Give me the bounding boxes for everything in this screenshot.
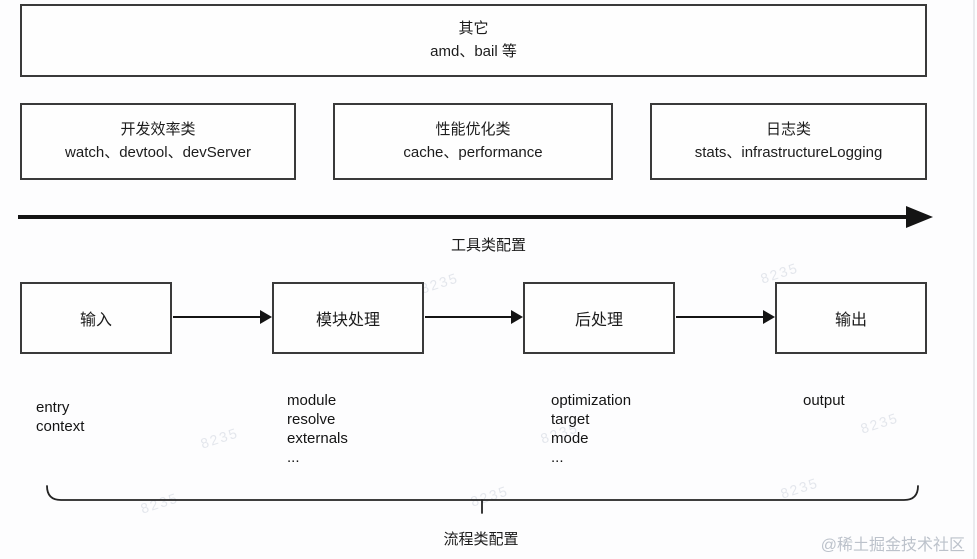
stage-output-label: 输出	[834, 312, 867, 329]
stage-post-label: 后处理	[574, 312, 623, 329]
other-category-title: 其它	[458, 20, 489, 37]
stage-input-box: 输入	[20, 282, 172, 354]
stage-post-box: 后处理	[523, 282, 675, 354]
watermark-tile: 8235	[858, 409, 901, 437]
option-item: ...	[287, 449, 300, 466]
performance-title: 性能优化类	[435, 121, 511, 138]
logging-box: 日志类 stats、infrastructureLogging	[650, 103, 927, 180]
option-item: module	[287, 392, 337, 409]
input-options-list: entry context	[36, 398, 84, 436]
flow-arrow-head-icon	[511, 310, 523, 324]
dev-efficiency-box: 开发效率类 watch、devtool、devServer	[20, 103, 296, 180]
flow-arrow-head-icon	[763, 310, 775, 324]
watermark-tile: 8235	[198, 424, 241, 452]
flow-section-brace	[46, 485, 919, 514]
page-edge-line	[973, 0, 975, 559]
flow-arrow-line	[173, 316, 261, 318]
option-item: output	[803, 392, 845, 409]
option-item: entry	[36, 399, 70, 416]
dev-efficiency-items: watch、devtool、devServer	[65, 143, 251, 161]
option-item: externals	[287, 430, 348, 447]
other-category-items: amd、bail 等	[430, 42, 517, 60]
stage-module-box: 模块处理	[272, 282, 424, 354]
flow-arrow-head-icon	[260, 310, 272, 324]
dev-efficiency-title: 开发效率类	[120, 121, 196, 138]
watermark-tile: 8235	[418, 269, 461, 297]
option-item: optimization	[551, 392, 632, 409]
logging-title: 日志类	[765, 121, 811, 138]
flow-arrow-line	[676, 316, 763, 318]
post-options-list: optimization target mode ...	[551, 391, 631, 467]
logging-items: stats、infrastructureLogging	[694, 143, 883, 161]
option-item: target	[551, 411, 590, 428]
tool-axis-label: 工具类配置	[450, 237, 526, 254]
option-item: resolve	[287, 411, 336, 428]
option-item: mode	[551, 430, 589, 447]
tool-axis-arrow-head-icon	[906, 206, 933, 228]
option-item: context	[36, 418, 85, 435]
stage-output-box: 输出	[775, 282, 927, 354]
option-item: ...	[551, 449, 564, 466]
other-category-box: 其它 amd、bail 等	[20, 4, 927, 77]
module-options-list: module resolve externals ...	[287, 391, 348, 467]
stage-input-label: 输入	[79, 312, 112, 329]
flow-section-label: 流程类配置	[443, 531, 519, 548]
output-options-list: output	[803, 391, 845, 410]
flow-arrow-line	[425, 316, 511, 318]
community-watermark: @稀土掘金技术社区	[820, 537, 965, 554]
stage-module-label: 模块处理	[315, 312, 380, 329]
performance-items: cache、performance	[403, 143, 543, 161]
performance-box: 性能优化类 cache、performance	[333, 103, 613, 180]
tool-axis-arrow-line	[18, 215, 908, 219]
